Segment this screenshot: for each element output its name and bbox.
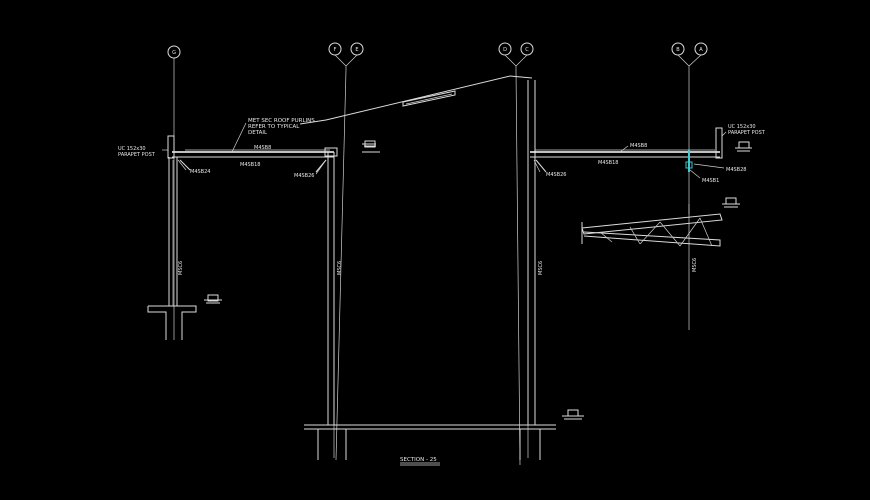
svg-text:C: C	[525, 47, 529, 53]
right-post-label-line1: UC 152x30	[728, 124, 756, 130]
purlins-note-line1: MET SEC ROOF PURLINS	[248, 118, 315, 124]
annotation-leaders	[162, 122, 727, 179]
mark-left-conn: M4SB24	[190, 169, 210, 175]
svg-text:E: E	[355, 47, 358, 53]
level-marker-right-mid	[722, 197, 740, 208]
svg-text:F: F	[334, 47, 337, 53]
right-roof-beam	[530, 149, 720, 158]
mark-left-beam-b: M4SB18	[240, 162, 260, 168]
mark-left-beam-a: M4SB8	[254, 145, 271, 151]
ground-slab	[304, 424, 556, 460]
grid-bubble-g4: D	[498, 42, 512, 56]
svg-text:A: A	[699, 47, 703, 53]
left-post-label-line2: PARAPET POST	[118, 152, 156, 158]
level-marker-left-roof	[362, 140, 380, 153]
grid-bubble-g5: C	[520, 42, 534, 56]
column-label-left: MSC6	[178, 261, 184, 275]
left-parapet-post	[167, 135, 175, 159]
truss	[581, 204, 723, 247]
svg-text:D: D	[503, 47, 507, 53]
mid-left-column	[324, 147, 338, 425]
roof-slope	[299, 75, 533, 125]
rooflight	[402, 90, 456, 107]
mark-right-conn: M4SB28	[726, 167, 746, 173]
grid-leaders	[173, 54, 702, 466]
left-post-label-line1: UC 152x30	[118, 146, 146, 152]
purlins-note-line2: REFER TO TYPICAL	[248, 124, 300, 130]
grid-bubble-g2: F	[328, 42, 342, 56]
right-brace	[535, 159, 547, 173]
grid-bubble-g1: G	[167, 45, 181, 59]
column-label-mid-right: MSC6	[538, 261, 544, 275]
grid-bubble-g7: A	[694, 42, 708, 56]
svg-text:G: G	[172, 50, 176, 56]
section-title: SECTION - 25	[400, 457, 437, 463]
mark-right-b1: M4SB1	[702, 178, 719, 184]
left-footing	[147, 305, 197, 340]
svg-text:B: B	[676, 47, 680, 53]
level-marker-bottom	[562, 409, 584, 420]
column-label-right: MSC6	[692, 258, 698, 272]
level-marker-right-roof	[735, 141, 752, 152]
mark-right-beam-b: M4SB18	[598, 160, 618, 166]
mark-left-conn2: M4SB26	[294, 173, 314, 179]
left-column	[168, 157, 178, 306]
right-post-label-line2: PARAPET POST	[728, 130, 766, 136]
grid-bubble-g3: E	[350, 42, 364, 56]
left-roof-beam	[172, 149, 334, 158]
grid-bubble-g6: B	[671, 42, 685, 56]
mark-right-beam-a: M4SB8	[630, 143, 647, 149]
level-marker-left-ground	[204, 294, 222, 304]
column-label-mid-left: MSC6	[337, 261, 343, 275]
mark-right-conn2: M4SB26	[546, 172, 566, 178]
purlins-note-line3: DETAIL	[248, 130, 268, 136]
right-highlight-connection	[685, 150, 693, 172]
right-parapet-post	[715, 127, 723, 159]
right-tall-column	[527, 80, 536, 425]
